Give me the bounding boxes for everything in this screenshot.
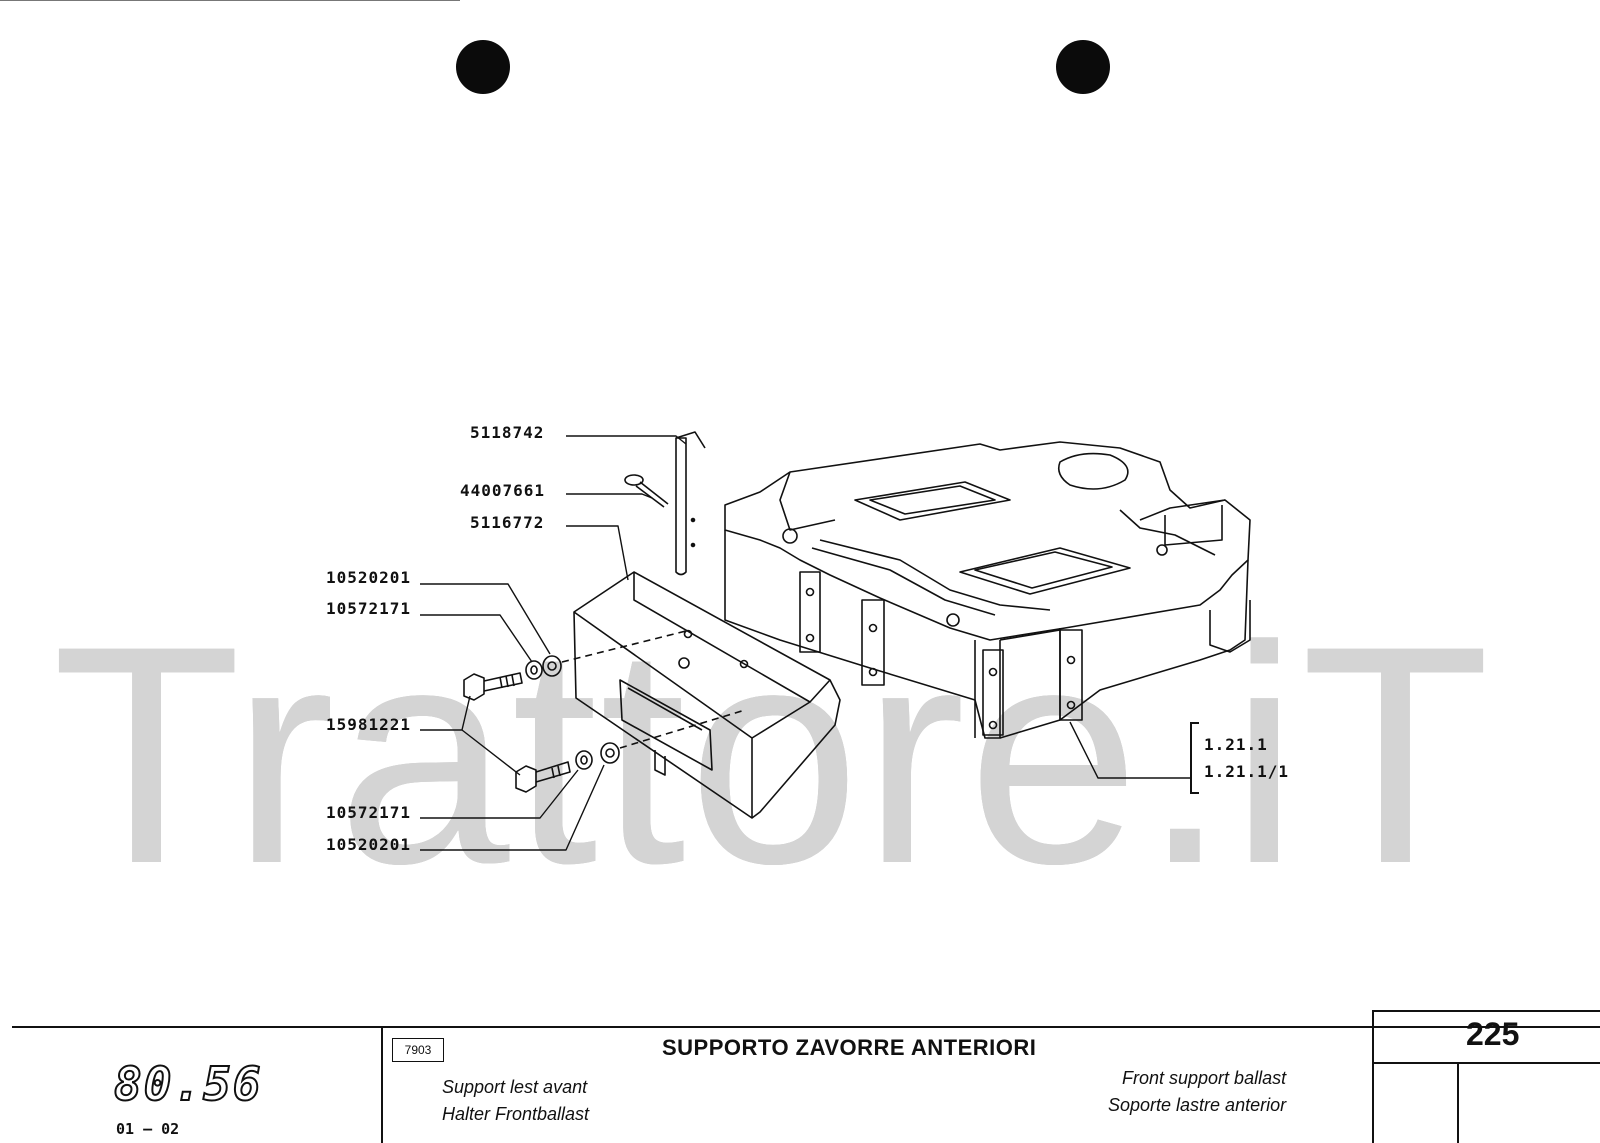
watermark: Trattore.iT [52, 581, 1493, 928]
upper-bolt-set [463, 629, 691, 701]
ballast-support-frame [724, 441, 1251, 739]
callout-10520201-upper: 10520201 [326, 568, 412, 587]
title-block-rule [12, 1026, 1600, 1028]
punch-hole-left [456, 40, 510, 94]
callout-10520201-lower: 10520201 [326, 835, 412, 854]
title-block-divider-left [381, 1026, 383, 1143]
title-block-divider-right [1372, 1010, 1374, 1143]
callout-10572171-upper: 10572171 [326, 599, 412, 618]
front-bracket [573, 571, 841, 819]
callout-15981221: 15981221 [326, 715, 412, 734]
subtitle-de: Halter Frontballast [442, 1104, 590, 1124]
punch-hole-right [1056, 40, 1110, 94]
subtitle-fr: Support lest avant [442, 1077, 588, 1097]
model-logo: 80.56 [113, 1056, 263, 1112]
page-box-top-rule [1372, 1010, 1600, 1012]
page-box-divider [1457, 1062, 1459, 1143]
callout-5118742: 5118742 [470, 423, 545, 442]
reference-1: 1.21.1 [1204, 735, 1268, 754]
leader-lines [420, 435, 1190, 851]
lower-bolt-set [515, 709, 746, 793]
subtitle-en: Front support ballast [1122, 1068, 1287, 1088]
callout-10572171-lower: 10572171 [326, 803, 412, 822]
page-number: 225 [1466, 1016, 1520, 1052]
code-box: 7903 [392, 1038, 444, 1062]
spring-clip [624, 474, 669, 508]
model-sub: 01 – 02 [116, 1120, 180, 1138]
page-box-rule [1372, 1062, 1600, 1064]
reference-bracket [1190, 722, 1199, 794]
top-rule [0, 0, 460, 1]
page-title: SUPPORTO ZAVORRE ANTERIORI [662, 1035, 1037, 1060]
callout-5116772: 5116772 [470, 513, 545, 532]
subtitle-es: Soporte lastre anterior [1108, 1095, 1287, 1115]
reference-2: 1.21.1/1 [1204, 762, 1290, 781]
locking-pin [675, 431, 706, 576]
callout-44007661: 44007661 [460, 481, 546, 500]
